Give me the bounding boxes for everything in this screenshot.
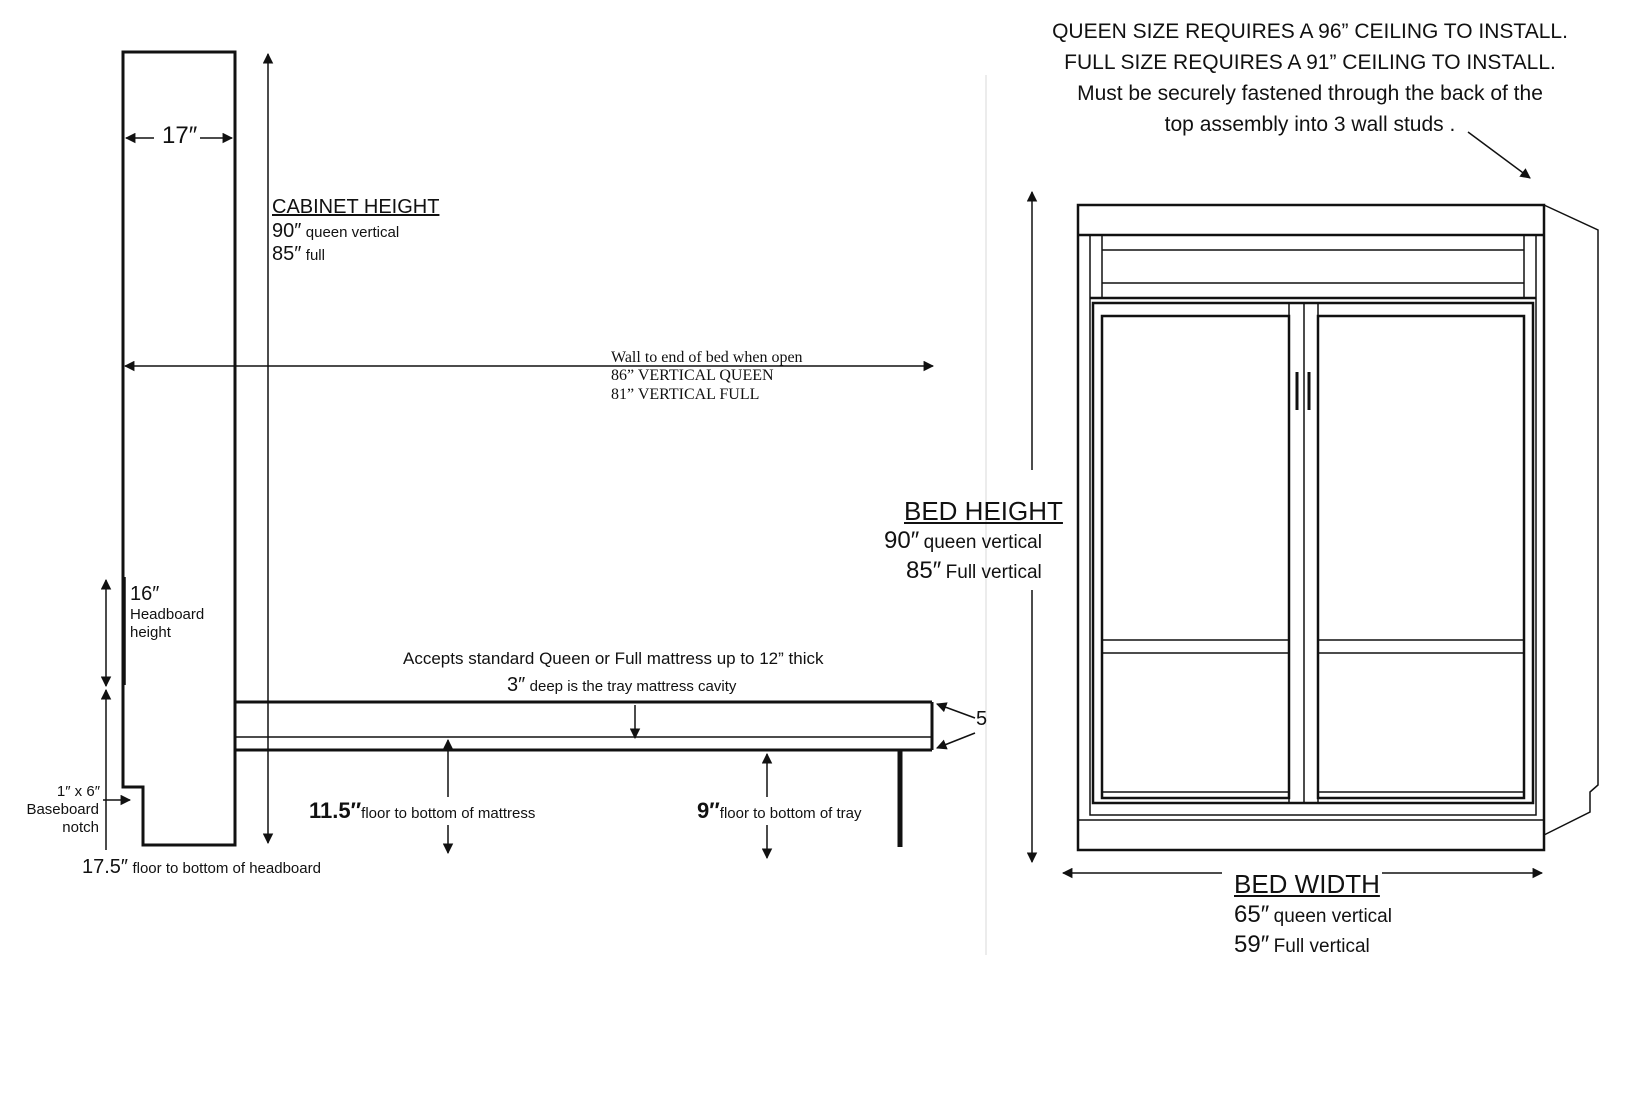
wall-to-end-full: 81” VERTICAL FULL [611, 386, 760, 403]
bed-height-title: BED HEIGHT [904, 496, 1063, 526]
headboard-value: 16″ [130, 583, 160, 605]
floor-to-mattress: 11.5″floor to bottom of mattress [309, 798, 535, 824]
bed-width-full-value: 59″ [1234, 931, 1270, 958]
wall-to-end-queen: 86” VERTICAL QUEEN [611, 367, 774, 384]
bed-width-full-label: Full vertical [1273, 936, 1370, 957]
bed-height-queen-value: 90″ [884, 527, 920, 554]
baseboard-line-1: 1″ x 6″ [56, 783, 100, 800]
headboard-label-1: Headboard [130, 606, 205, 623]
wall-to-end-title: Wall to end of bed when open [611, 349, 803, 366]
bed-width-queen: 65″ queen vertical [1234, 901, 1392, 929]
cabinet-height-full: 85″ full [272, 243, 325, 266]
note-line-2: FULL SIZE REQUIRES A 91” CEILING TO INST… [1064, 51, 1556, 74]
cavity-label: deep is the tray mattress cavity [529, 678, 737, 695]
bed-width-full: 59″ Full vertical [1234, 931, 1370, 959]
edge-pointer-bottom [936, 732, 976, 750]
bed-width-title: BED WIDTH [1234, 869, 1380, 899]
note-line-4: top assembly into 3 wall studs . [1164, 113, 1456, 136]
bed-height-queen: 90″ queen vertical [884, 527, 1042, 555]
note-line-3: Must be securely fastened through the ba… [1077, 82, 1543, 105]
cabinet-height-full-label: full [305, 247, 325, 264]
bed-height-full: 85″ Full vertical [906, 557, 1042, 585]
edge-pointer-top [936, 702, 976, 719]
floor-to-headboard-value: 17.5″ [82, 856, 129, 878]
cabinet-height-queen-value: 90″ [272, 220, 302, 242]
cabinet-front-outline [1076, 203, 1546, 852]
bed-width-queen-value: 65″ [1234, 901, 1270, 928]
cabinet-height-queen-label: queen vertical [305, 224, 400, 241]
floor-to-tray: 9″floor to bottom of tray [697, 798, 862, 824]
mattress-cavity: 3″ deep is the tray mattress cavity [507, 674, 736, 697]
cabinet-side-contour [1543, 204, 1599, 836]
installation-notes: QUEEN SIZE REQUIRES A 96” CEILING TO INS… [1000, 16, 1620, 140]
floor-to-mattress-label: floor to bottom of mattress [361, 805, 536, 822]
left-door [1100, 314, 1291, 800]
right-door [1316, 314, 1526, 800]
cabinet-side-outline [121, 50, 237, 847]
cabinet-inner-frame [1089, 234, 1537, 816]
floor-to-tray-value: 9″ [697, 798, 720, 823]
wall-stud-pointer [1467, 131, 1531, 179]
floor-to-headboard-label: floor to bottom of headboard [132, 860, 321, 877]
floor-to-mattress-value: 11.5″ [309, 798, 362, 823]
depth-value: 17″ [162, 122, 198, 149]
bed-height-full-value: 85″ [906, 557, 942, 584]
baseboard-line-3: notch [62, 819, 99, 836]
edge-label: 5 [976, 708, 988, 730]
floor-to-headboard: 17.5″ floor to bottom of headboard [82, 856, 321, 879]
baseboard-line-2: Baseboard [26, 801, 99, 818]
bed-height-queen-label: queen vertical [923, 532, 1042, 553]
cabinet-height-queen: 90″ queen vertical [272, 220, 399, 243]
headboard-label-2: height [130, 624, 171, 641]
side-view-drawing [100, 50, 976, 860]
front-view-drawing [1076, 203, 1599, 852]
bed-height-full-label: Full vertical [945, 562, 1042, 583]
mattress-accepts: Accepts standard Queen or Full mattress … [403, 649, 824, 668]
front-view-dimensions [1026, 131, 1544, 879]
note-line-1: QUEEN SIZE REQUIRES A 96” CEILING TO INS… [1052, 20, 1568, 43]
door-frame [1091, 301, 1535, 805]
cavity-value: 3″ [507, 674, 526, 696]
cabinet-height-title: CABINET HEIGHT [272, 196, 440, 218]
floor-to-tray-label: floor to bottom of tray [719, 805, 862, 822]
bed-width-queen-label: queen vertical [1273, 906, 1392, 927]
cabinet-height-full-value: 85″ [272, 243, 302, 265]
